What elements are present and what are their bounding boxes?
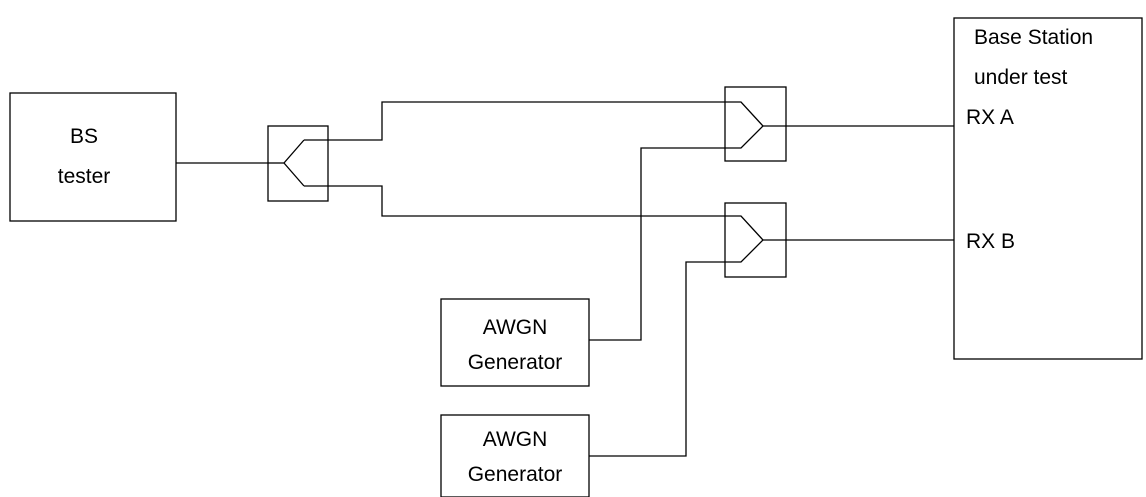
rx-b-port-label: RX B xyxy=(966,230,1015,253)
bs-tester-block: BS tester xyxy=(9,92,177,222)
splitter xyxy=(267,125,329,202)
awgn-generator-b-block: AWGN Generator xyxy=(440,414,590,497)
awgn-b-label-line2: Generator xyxy=(468,463,563,486)
rx-a-port-label: RX A xyxy=(966,106,1014,129)
awgn-a-label-line2: Generator xyxy=(468,351,563,374)
bs-tester-label-line2: tester xyxy=(58,165,111,188)
bs-tester-label-line1: BS xyxy=(70,125,98,148)
wire-awgn-b-to-combiner-b xyxy=(589,261,725,457)
awgn-a-label-line1: AWGN xyxy=(483,316,548,339)
wire-awgn-a-to-combiner-a xyxy=(589,147,725,341)
awgn-generator-a-block: AWGN Generator xyxy=(440,298,590,387)
base-station-block: Base Station under test RX A RX B xyxy=(953,17,1143,360)
base-station-label-line2: under test xyxy=(974,66,1068,89)
wire-splitter-to-combiner-b xyxy=(328,185,725,217)
base-station-label-line1: Base Station xyxy=(974,26,1093,49)
combiner-a xyxy=(724,86,787,162)
awgn-b-label-line1: AWGN xyxy=(483,428,548,451)
combiner-b xyxy=(724,202,787,278)
wire-splitter-to-combiner-a xyxy=(328,101,725,141)
